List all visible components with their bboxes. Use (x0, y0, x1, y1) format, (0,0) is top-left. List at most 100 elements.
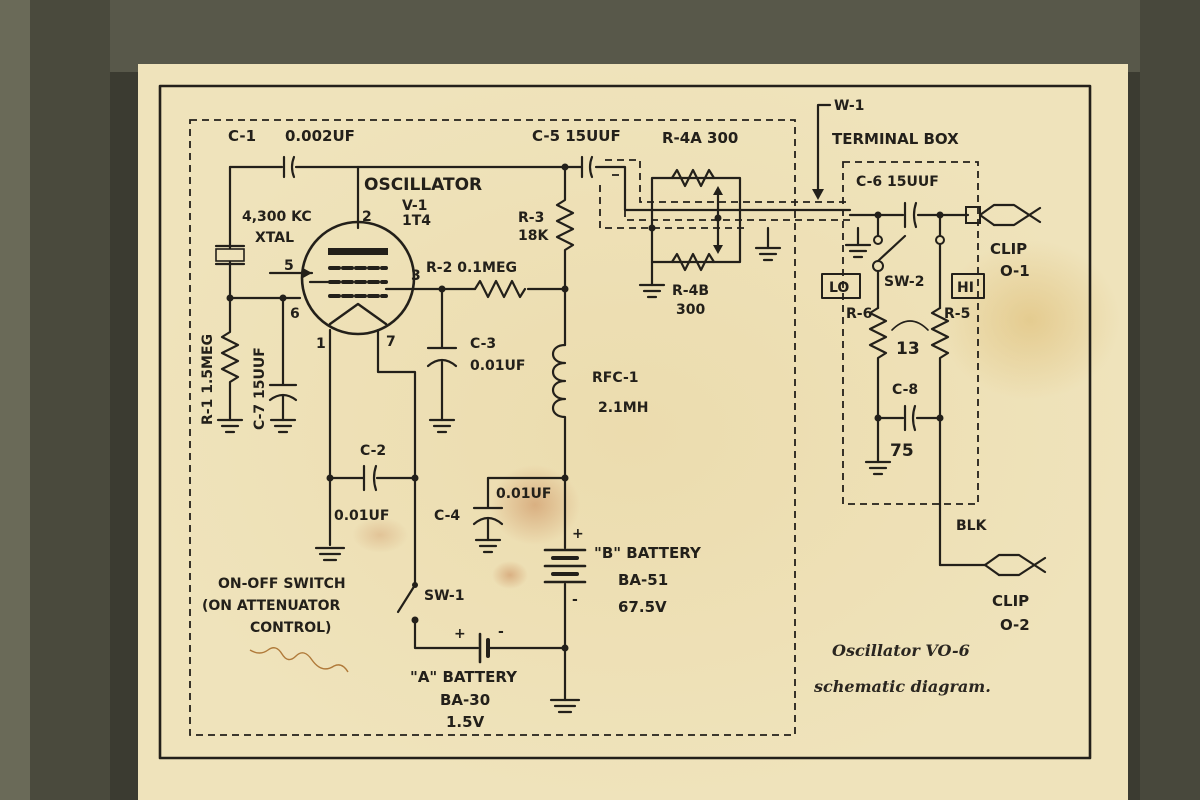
a-plus: + (454, 626, 466, 642)
ground-c4 (474, 538, 502, 554)
r3-resistor (555, 165, 575, 347)
c1-capacitor (282, 155, 296, 179)
b-battery-voltage: 67.5V (618, 598, 667, 616)
sw2-label: SW-2 (884, 274, 924, 290)
attenuator-frame (650, 176, 742, 264)
c3-capacitor (426, 287, 458, 422)
rfc1-coil (551, 343, 567, 480)
onoff-line2: (ON ATTENUATOR (202, 598, 340, 614)
r4b-label: R-4B (672, 283, 709, 299)
c5-label: C-5 15UUF (532, 127, 621, 145)
pin3-label: 3 (411, 268, 421, 284)
r-value-13: 13 (896, 339, 920, 359)
pin5-label: 5 (284, 258, 294, 274)
crystal-symbol (214, 244, 246, 266)
outer-border (158, 84, 1092, 760)
rust-stain-small (492, 561, 528, 589)
c6-label: C-6 15UUF (856, 174, 939, 190)
r4b-resistor (670, 252, 716, 272)
a-battery-model: BA-30 (440, 691, 490, 709)
lo-label: LO (829, 280, 849, 296)
terminal-box-label: TERMINAL BOX (832, 130, 959, 148)
rust-stain (490, 465, 580, 545)
w1-label: W-1 (834, 98, 864, 114)
b-battery-symbol (543, 548, 587, 584)
oscillator-enclosure (189, 119, 796, 736)
b-plus: + (572, 526, 584, 542)
onoff-line1: ON-OFF SWITCH (218, 576, 346, 592)
ground-terminal (844, 243, 872, 259)
a-battery-voltage: 1.5V (446, 713, 485, 731)
b-battery-label: "B" BATTERY (594, 544, 702, 562)
ground-b-battery (549, 698, 581, 714)
c7-label: C-7 15UUF (252, 347, 268, 430)
pin5-arrow (303, 268, 312, 278)
rust-stain-faint (352, 517, 408, 553)
r5-label: R-5 (944, 306, 970, 322)
c3-plate (426, 358, 458, 368)
c4-plate (472, 516, 504, 526)
ground-mid (754, 246, 782, 262)
rfc1-value: 2.1MH (598, 400, 648, 416)
lo-box (821, 273, 861, 299)
scratch-mark (249, 647, 349, 673)
pin7-label: 7 (386, 334, 396, 350)
shield-1 (605, 159, 850, 203)
r1-label: R-1 1.5MEG (200, 334, 216, 425)
clip-o2-symbol (983, 553, 1047, 577)
shield-2 (612, 174, 850, 221)
clip2-id: O-2 (1000, 616, 1030, 634)
a-battery-label: "A" BATTERY (410, 668, 518, 686)
r2-resistor (473, 279, 527, 299)
c2-value: 0.01UF (334, 508, 389, 524)
c2-plate-b (372, 464, 378, 492)
c2-label: C-2 (360, 443, 386, 459)
r5-resistor (930, 306, 950, 567)
tube-ref: V-1 (402, 198, 427, 214)
onoff-line3: CONTROL) (250, 620, 331, 636)
c4-capacitor (472, 476, 504, 542)
sw2-contacts (876, 213, 942, 237)
pin6-label: 6 (290, 306, 300, 322)
c4-label: C-4 (434, 508, 460, 524)
shield-3 (599, 185, 745, 229)
ground-r4b (638, 283, 666, 299)
paper-tint (138, 64, 1128, 800)
a-battery-wire (413, 618, 567, 650)
blk-label: BLK (956, 518, 988, 534)
casing-top-edge (0, 0, 1200, 72)
pin2-label: 2 (362, 209, 372, 225)
c8-value: 75 (890, 441, 914, 461)
c7-capacitor (268, 296, 298, 422)
c8-label: C-8 (892, 382, 918, 398)
casing-left-highlight (0, 0, 30, 800)
sw1-label: SW-1 (424, 588, 464, 604)
terminal-box-enclosure (842, 161, 979, 505)
a-battery-symbol (478, 632, 490, 664)
tube-v1 (300, 165, 416, 336)
b-minus: - (572, 592, 578, 608)
sw1-switch (396, 583, 417, 614)
c1-value: 0.002UF (285, 127, 355, 145)
r6-resistor (868, 306, 888, 420)
crystal-freq: 4,300 KC (242, 209, 312, 225)
hi-box (951, 273, 985, 299)
c3-label: C-3 (470, 336, 496, 352)
r2-label: R-2 0.1MEG (426, 260, 517, 276)
pin1-label: 1 (316, 336, 326, 352)
sw2-lever (876, 234, 907, 263)
diagram-title-line1: Oscillator VO-6 (832, 641, 970, 660)
c4-value: 0.01UF (496, 486, 551, 502)
oscillator-label: OSCILLATOR (364, 175, 482, 195)
casing-right-wall (1140, 0, 1200, 800)
r3-label: R-3 (518, 210, 544, 226)
a-minus: - (498, 624, 504, 640)
w1-leader (816, 103, 832, 197)
ground-c7 (269, 418, 297, 434)
hi-label: HI (957, 280, 974, 296)
clip1-id: O-1 (1000, 262, 1030, 280)
r1-resistor (220, 296, 240, 422)
r4b-value: 300 (676, 302, 705, 318)
r3-value: 18K (518, 228, 549, 244)
wiper-arrow-down (713, 245, 723, 254)
